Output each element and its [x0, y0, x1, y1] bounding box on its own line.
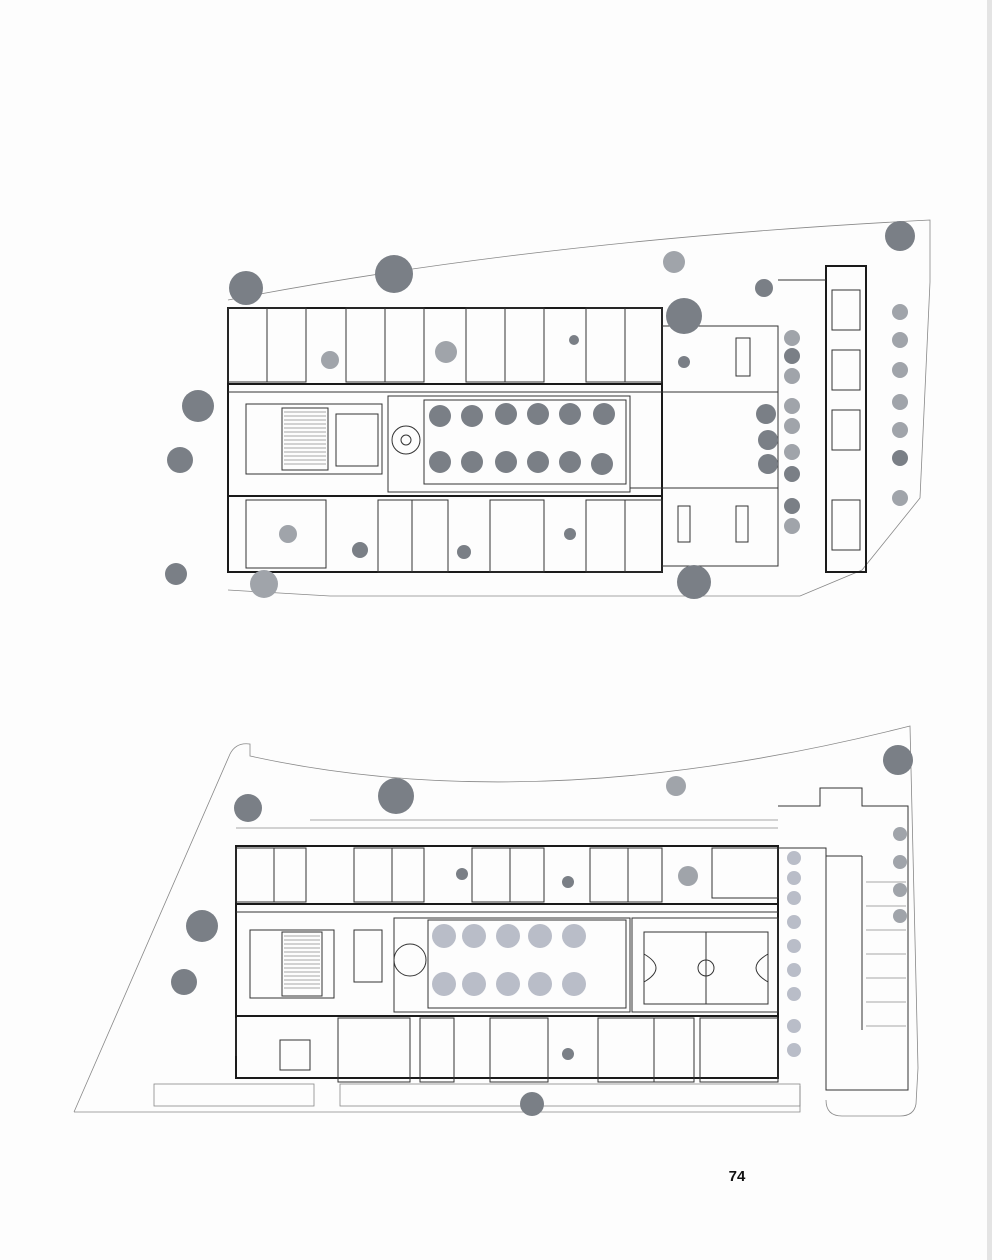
page-number: 74 [728, 1168, 746, 1185]
upper-floor-plan [165, 219, 931, 599]
ground-trees [171, 745, 913, 1116]
page-edge [987, 0, 992, 1260]
ground-floor-plan [73, 725, 919, 1117]
upper-trees [165, 221, 915, 599]
auditorium-seats [284, 411, 326, 465]
auditorium-seats-lower [284, 935, 320, 989]
